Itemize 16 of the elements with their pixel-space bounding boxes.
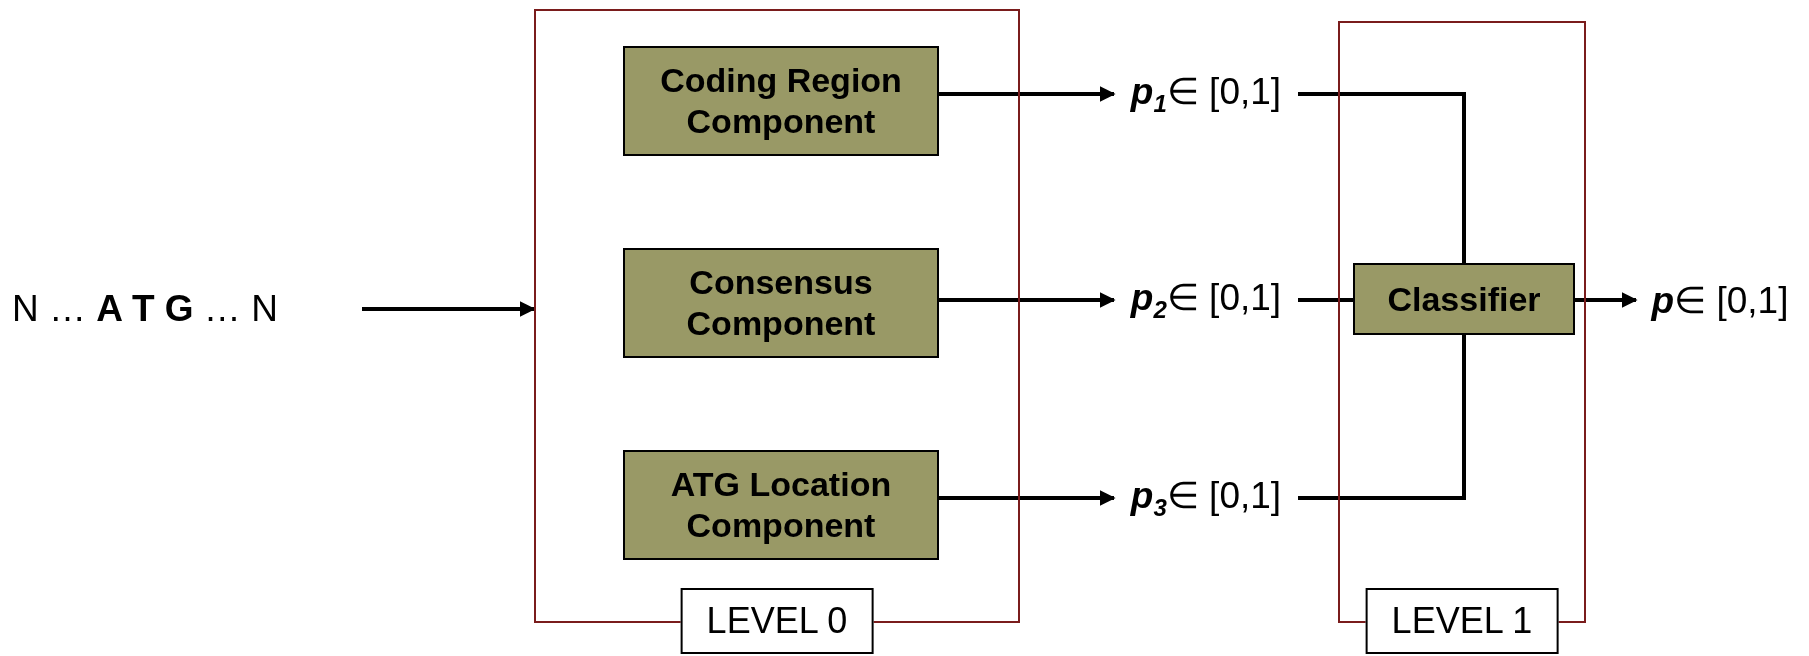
probability-label: p$_{1}$∈ [0,1] [1114, 70, 1298, 118]
component-box: Classifier [1353, 263, 1575, 335]
arrow [939, 292, 1116, 308]
component-box: Consensus Component [623, 248, 939, 358]
component-box: ATG Location Component [623, 450, 939, 560]
arrow [1575, 292, 1638, 308]
arrow [939, 490, 1116, 506]
probability-label: p$_{2}$∈ [0,1] [1114, 276, 1298, 324]
level-label: LEVEL 1 [1365, 588, 1559, 654]
arrow [939, 86, 1116, 102]
sequence-label: N … A T G … N [12, 282, 362, 336]
arrow [362, 301, 536, 317]
level-label: LEVEL 0 [680, 588, 874, 654]
probability-label: p∈ [0,1] [1636, 276, 1804, 324]
probability-label: p$_{3}$∈ [0,1] [1114, 474, 1298, 522]
component-box: Coding Region Component [623, 46, 939, 156]
